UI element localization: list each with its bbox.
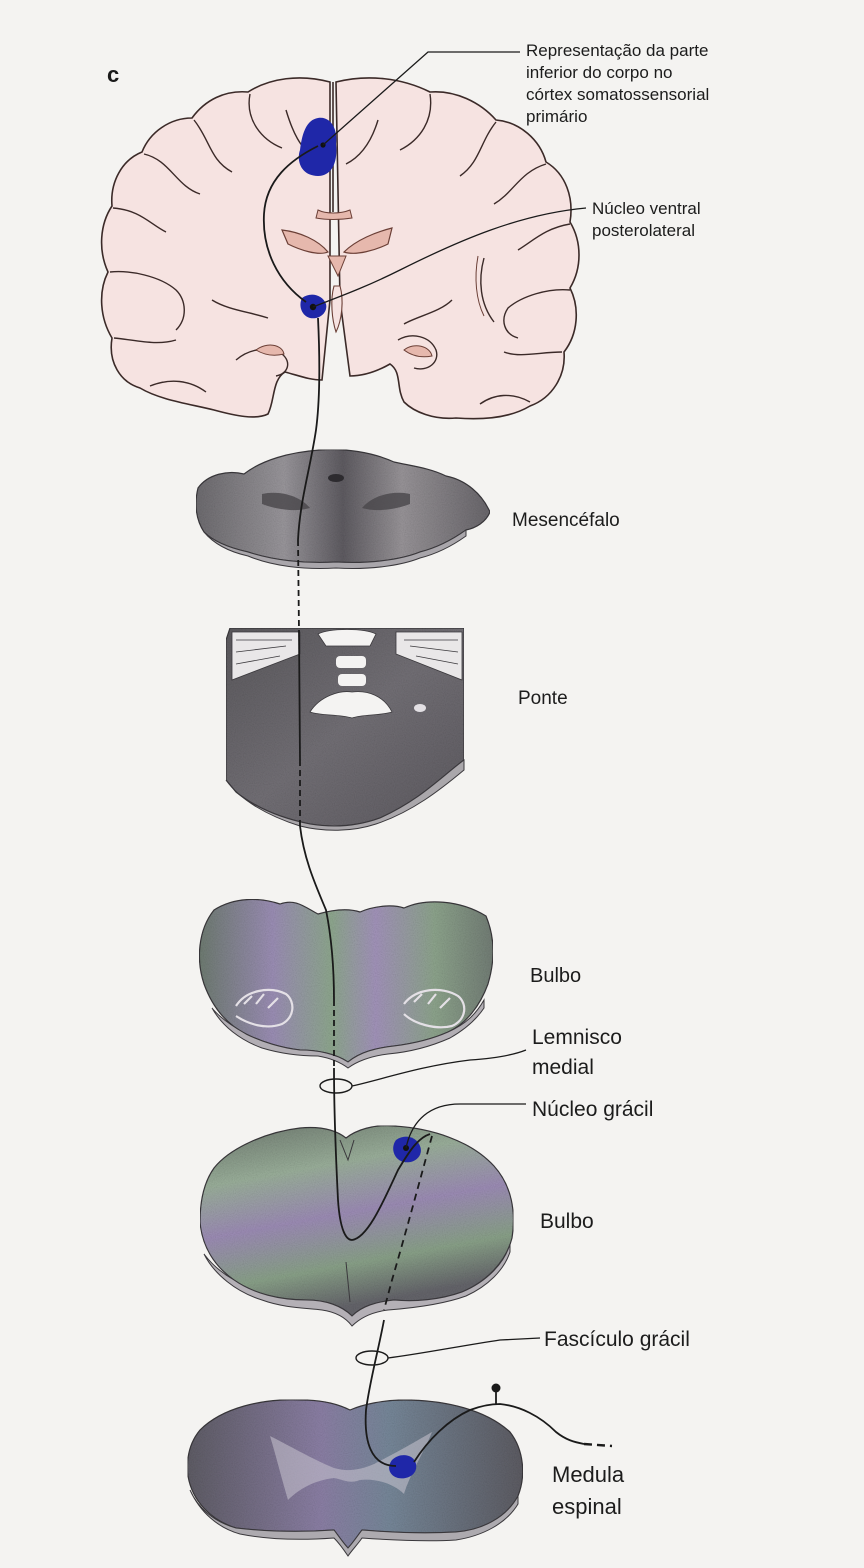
lower-medulla-section [200, 1126, 513, 1326]
gracile-fasciculus-ring [356, 1351, 388, 1365]
third-ventricle [332, 286, 342, 332]
medial-lemniscus-label-line-1: Lemnisco [532, 1026, 622, 1049]
spinal-cord-label: Medula espinal [552, 1462, 625, 1519]
panel-letter: c [107, 62, 119, 87]
pons-section [226, 628, 464, 830]
upper-medulla-section [199, 899, 493, 1068]
spinal-cord-label-line-1: Medula [552, 1462, 625, 1487]
medial-lemniscus-ring [320, 1079, 352, 1093]
cortex-label-line-3: córtex somatossensorial [526, 85, 709, 104]
cortex-label: Representação da parte inferior do corpo… [526, 41, 709, 126]
upper-medulla-label: Bulbo [530, 965, 581, 987]
dorsal-root-ganglion [492, 1384, 501, 1393]
corpus-callosum [316, 210, 352, 220]
spinal-cord-label-line-2: espinal [552, 1494, 622, 1519]
spinal-cord-section [188, 1400, 523, 1556]
medial-lemniscus-label: Lemnisco medial [532, 1026, 622, 1079]
gracile-fasciculus-label: Fascículo grácil [544, 1328, 690, 1351]
vpl-label: Núcleo ventral posterolateral [592, 199, 701, 240]
gracile-nucleus-label: Núcleo grácil [532, 1098, 653, 1121]
mesencephalon-label: Mesencéfalo [512, 510, 620, 531]
medial-lemniscus-label-line-2: medial [532, 1056, 594, 1079]
vpl-label-line-1: Núcleo ventral [592, 199, 701, 218]
cortex-label-line-2: inferior do corpo no [526, 63, 672, 82]
lower-medulla-label: Bulbo [540, 1210, 594, 1233]
cortex-label-line-4: primário [526, 107, 587, 126]
vpl-label-line-2: posterolateral [592, 221, 695, 240]
cortex-label-line-1: Representação da parte [526, 41, 708, 60]
mesencephalon-section [196, 450, 490, 569]
pons-label: Ponte [518, 688, 568, 709]
